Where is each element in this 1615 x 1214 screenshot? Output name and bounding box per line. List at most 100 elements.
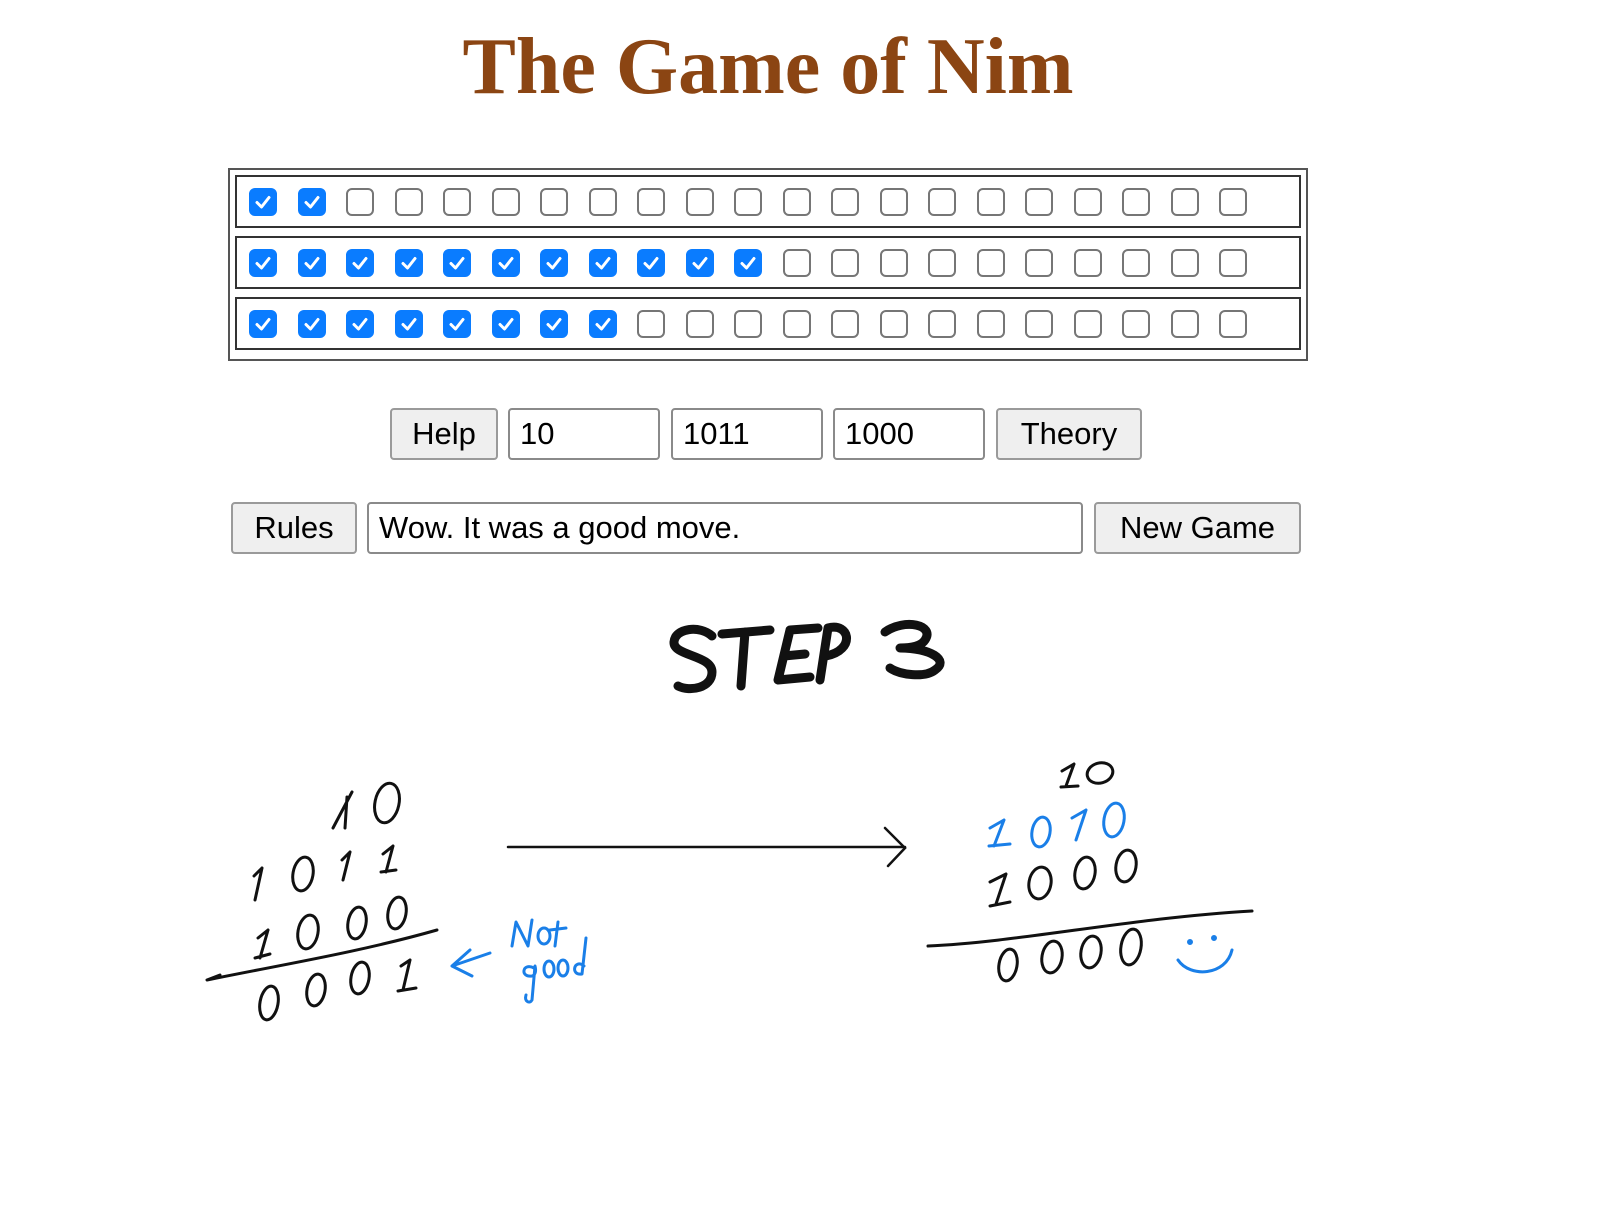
stick-checkbox[interactable] bbox=[831, 248, 859, 277]
stick-checkbox[interactable] bbox=[540, 187, 568, 216]
new-game-button[interactable]: New Game bbox=[1094, 502, 1301, 554]
stick-checkbox[interactable] bbox=[685, 187, 714, 216]
stick-checkbox[interactable] bbox=[1170, 187, 1199, 216]
stick-checkbox[interactable] bbox=[879, 309, 908, 338]
stick-checkbox-checked[interactable] bbox=[394, 309, 423, 338]
help-button[interactable]: Help bbox=[390, 408, 498, 460]
stick-checkbox[interactable] bbox=[1025, 187, 1053, 216]
stick-checkbox-checked[interactable] bbox=[297, 187, 326, 216]
checkmark-icon bbox=[304, 195, 319, 208]
checkmark-icon bbox=[498, 256, 513, 269]
stick-checkbox[interactable] bbox=[394, 187, 423, 216]
checkmark-icon bbox=[352, 256, 368, 269]
step-heading bbox=[669, 620, 945, 694]
stick-checkbox[interactable] bbox=[588, 187, 617, 216]
checkmark-icon bbox=[498, 317, 513, 330]
stick-checkbox[interactable] bbox=[734, 309, 762, 338]
heap-row bbox=[235, 175, 1301, 228]
checkmark-icon bbox=[595, 256, 610, 269]
stick-checkbox[interactable] bbox=[1122, 187, 1150, 216]
stick-checkbox-checked[interactable] bbox=[588, 309, 617, 338]
stick-checkbox-checked[interactable] bbox=[346, 248, 374, 277]
stick-checkbox[interactable] bbox=[685, 309, 714, 338]
stick-checkbox-checked[interactable] bbox=[491, 309, 520, 338]
stick-checkbox-checked[interactable] bbox=[394, 248, 423, 277]
stick-checkbox[interactable] bbox=[782, 248, 811, 277]
stick-checkbox[interactable] bbox=[1025, 248, 1053, 277]
stick-checkbox[interactable] bbox=[976, 248, 1005, 277]
not-good-note bbox=[450, 918, 588, 1004]
stick-checkbox[interactable] bbox=[928, 248, 956, 277]
right-sum-blue-row bbox=[987, 801, 1126, 849]
checkmark-icon bbox=[740, 256, 756, 269]
stick-checkbox[interactable] bbox=[879, 248, 908, 277]
checkmark-icon bbox=[255, 256, 271, 269]
stick-checkbox[interactable] bbox=[1219, 187, 1247, 216]
stick-checkbox-checked[interactable] bbox=[637, 248, 665, 277]
checkmark-icon bbox=[304, 256, 319, 269]
stick-checkbox[interactable] bbox=[1073, 309, 1102, 338]
stick-checkbox[interactable] bbox=[637, 187, 665, 216]
theory-button[interactable]: Theory bbox=[996, 408, 1142, 460]
stick-checkbox[interactable] bbox=[1219, 309, 1247, 338]
stick-checkbox[interactable] bbox=[782, 309, 811, 338]
checkmark-icon bbox=[449, 256, 465, 269]
stick-checkbox-checked[interactable] bbox=[297, 309, 326, 338]
stick-checkbox-checked[interactable] bbox=[734, 248, 762, 277]
stick-checkbox-checked[interactable] bbox=[685, 248, 714, 277]
stick-checkbox[interactable] bbox=[1122, 248, 1150, 277]
right-sum bbox=[926, 761, 1254, 983]
stick-checkbox-checked[interactable] bbox=[540, 309, 568, 338]
stick-checkbox[interactable] bbox=[491, 187, 520, 216]
stick-checkbox-checked[interactable] bbox=[540, 248, 568, 277]
stick-checkbox[interactable] bbox=[1073, 187, 1102, 216]
stick-checkbox[interactable] bbox=[976, 309, 1005, 338]
stick-checkbox[interactable] bbox=[831, 309, 859, 338]
stick-checkbox[interactable] bbox=[831, 187, 859, 216]
stick-checkbox[interactable] bbox=[734, 187, 762, 216]
checkmark-icon bbox=[546, 256, 562, 269]
stick-checkbox[interactable] bbox=[1073, 248, 1102, 277]
stick-checkbox[interactable] bbox=[1122, 309, 1150, 338]
stick-checkbox[interactable] bbox=[1170, 248, 1199, 277]
stick-checkbox-checked[interactable] bbox=[249, 309, 277, 338]
stick-checkbox-checked[interactable] bbox=[588, 248, 617, 277]
heap-row bbox=[235, 297, 1301, 350]
checkmark-icon bbox=[643, 256, 659, 269]
nim-board bbox=[228, 168, 1308, 361]
heap-2-binary-field[interactable]: 1011 bbox=[671, 408, 823, 460]
heap-row bbox=[235, 236, 1301, 289]
stick-checkbox-checked[interactable] bbox=[297, 248, 326, 277]
heap-3-binary-field[interactable]: 1000 bbox=[833, 408, 985, 460]
stick-checkbox[interactable] bbox=[928, 187, 956, 216]
checkmark-icon bbox=[304, 317, 319, 330]
message-field: Wow. It was a good move. bbox=[367, 502, 1083, 554]
stick-checkbox[interactable] bbox=[976, 187, 1005, 216]
stick-checkbox[interactable] bbox=[1170, 309, 1199, 338]
checkmark-icon bbox=[546, 317, 562, 330]
stick-checkbox[interactable] bbox=[443, 187, 471, 216]
checkmark-icon bbox=[692, 256, 707, 269]
stick-checkbox-checked[interactable] bbox=[249, 248, 277, 277]
stick-checkbox[interactable] bbox=[782, 187, 811, 216]
stick-checkbox[interactable] bbox=[1025, 309, 1053, 338]
checkmark-icon bbox=[401, 256, 416, 269]
smiley-icon bbox=[1176, 935, 1234, 974]
stick-checkbox[interactable] bbox=[346, 187, 374, 216]
stick-checkbox-checked[interactable] bbox=[491, 248, 520, 277]
stick-checkbox[interactable] bbox=[928, 309, 956, 338]
stick-checkbox-checked[interactable] bbox=[443, 309, 471, 338]
stick-checkbox-checked[interactable] bbox=[346, 309, 374, 338]
heap-1-binary-field[interactable]: 10 bbox=[508, 408, 660, 460]
stick-checkbox-checked[interactable] bbox=[249, 187, 277, 216]
checkmark-icon bbox=[352, 317, 368, 330]
stick-checkbox[interactable] bbox=[879, 187, 908, 216]
page-title: The Game of Nim bbox=[462, 23, 1074, 111]
stick-checkbox[interactable] bbox=[1219, 248, 1247, 277]
checkmark-icon bbox=[449, 317, 465, 330]
stick-checkbox[interactable] bbox=[637, 309, 665, 338]
stick-checkbox-checked[interactable] bbox=[443, 248, 471, 277]
left-sum bbox=[205, 781, 439, 1022]
rules-button[interactable]: Rules bbox=[231, 502, 357, 554]
